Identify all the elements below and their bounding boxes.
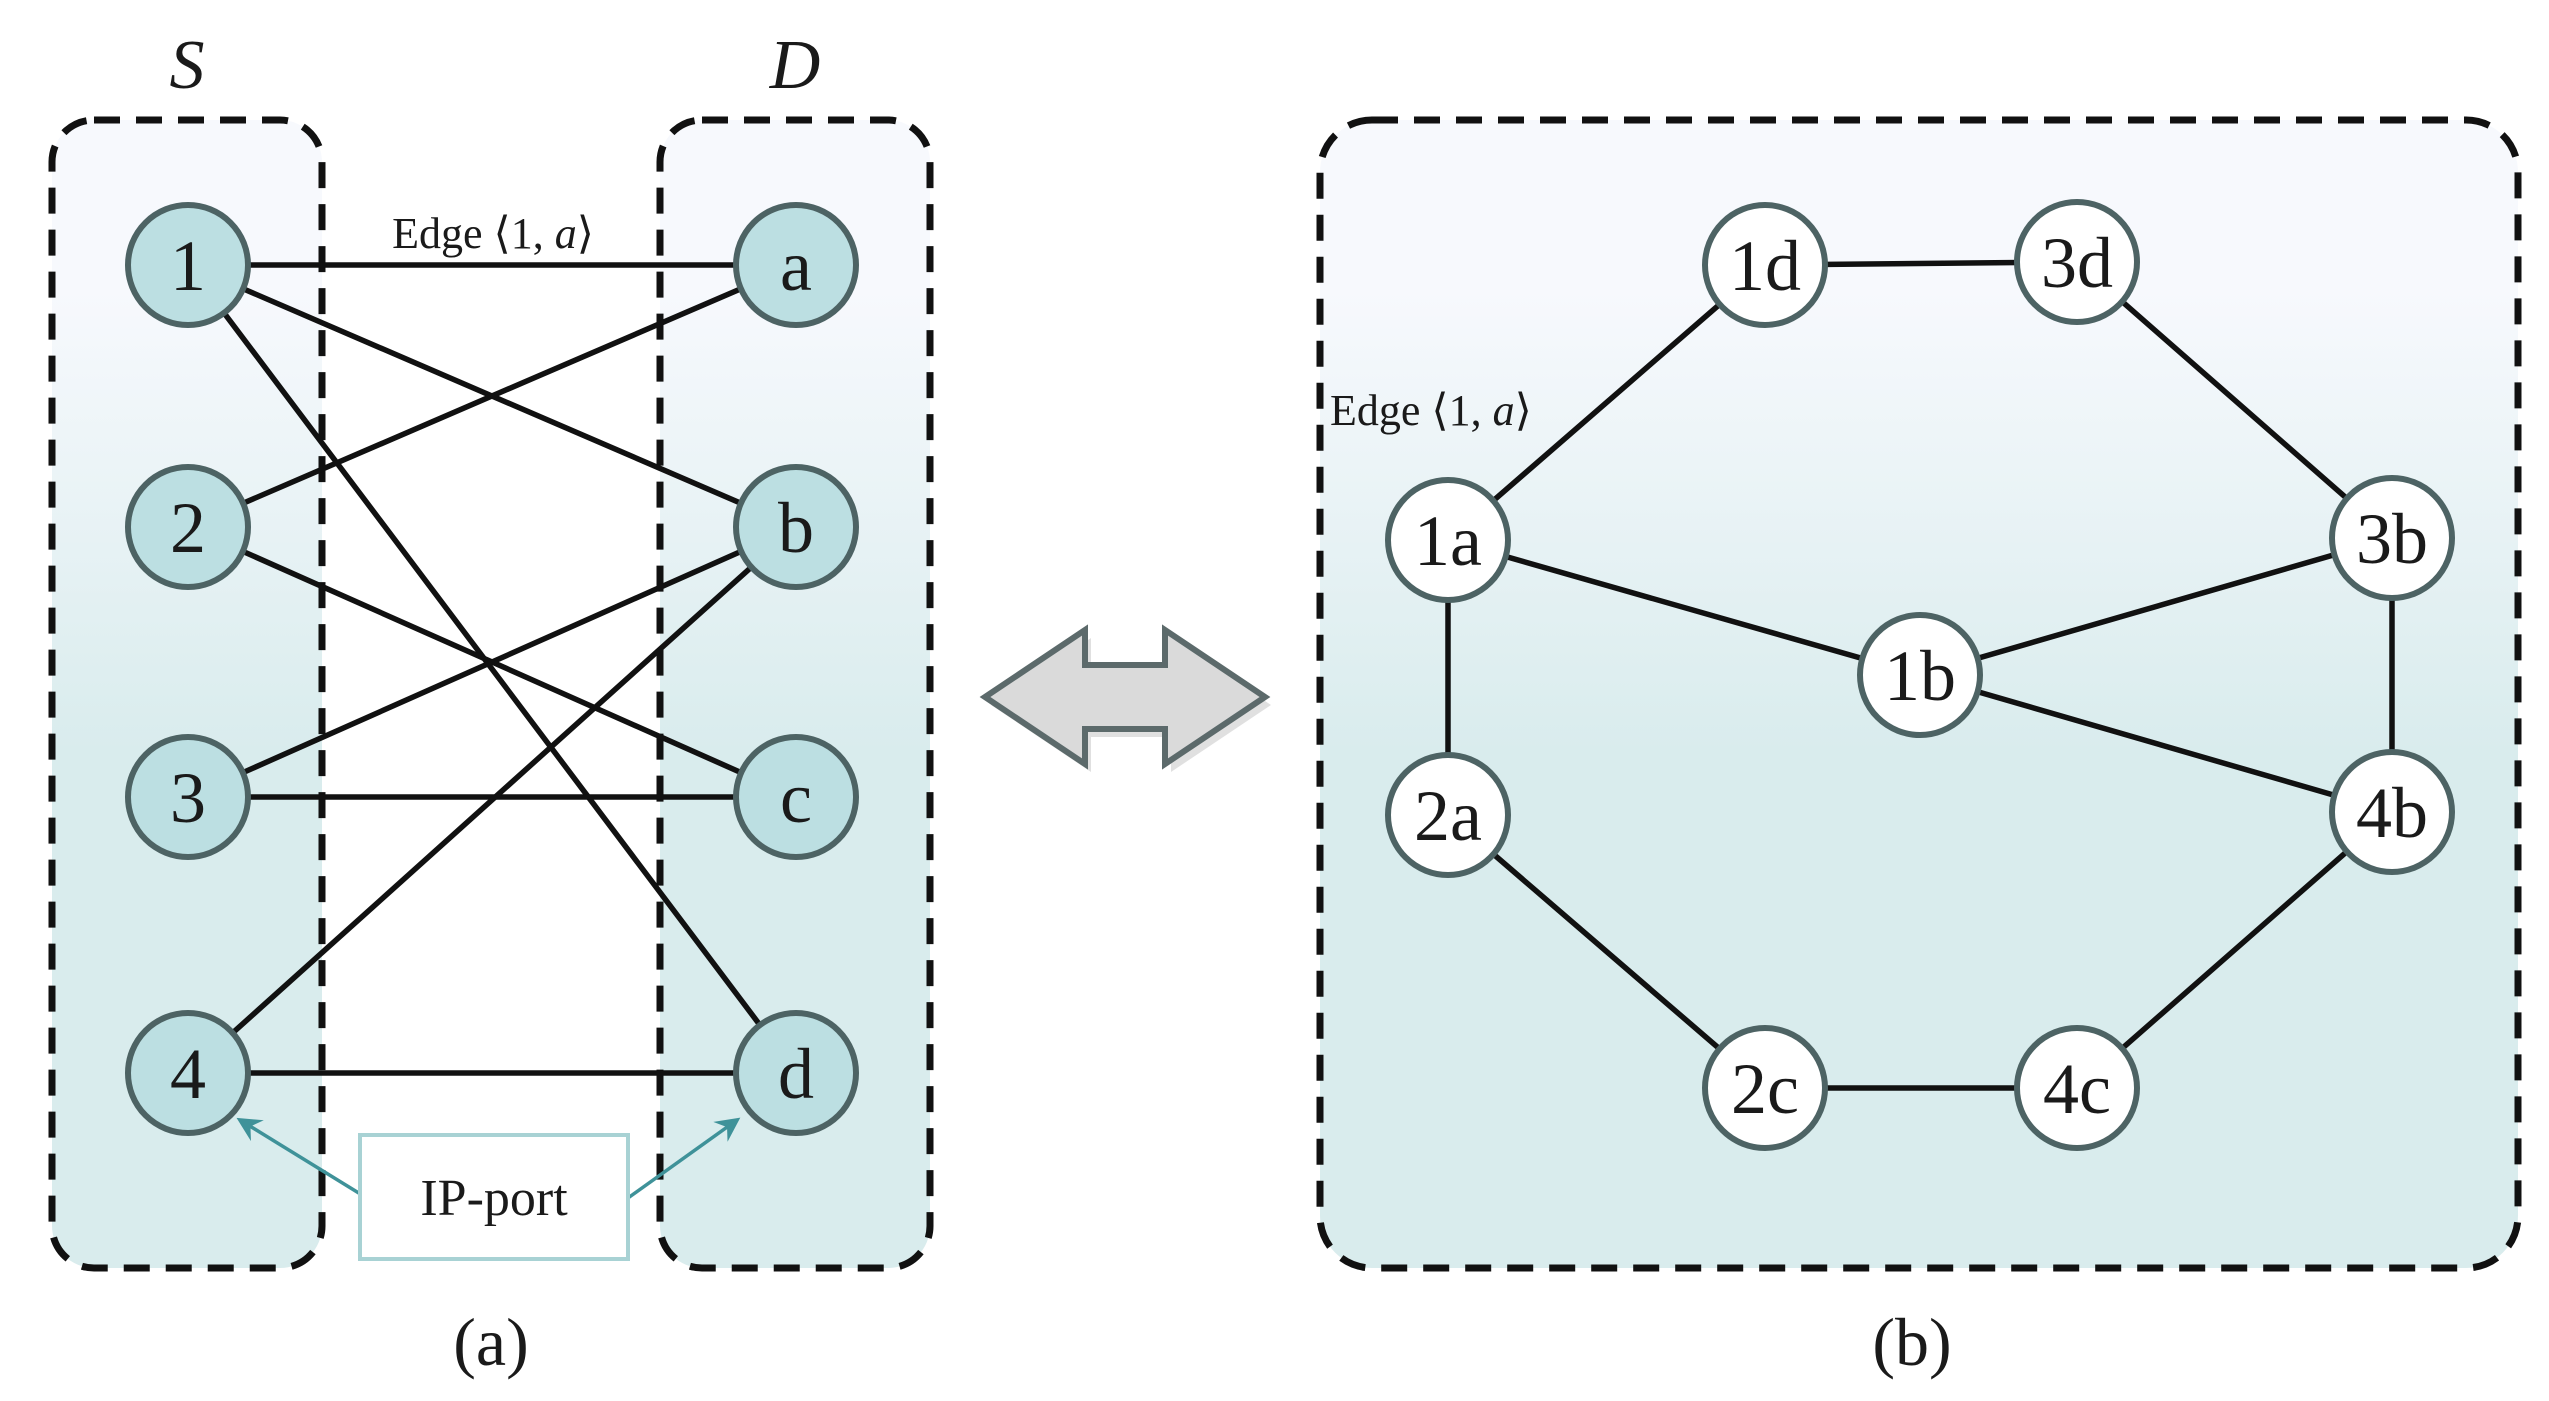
- panel-a: S D Edge ⟨1, a⟩ 1 2 3 4 a b c d IP-port (a): [48, 27, 934, 1380]
- node-4: 4: [125, 1010, 251, 1136]
- caption-a: (a): [453, 1304, 528, 1380]
- node-3d: 3d: [2014, 199, 2140, 325]
- caption-b: (b): [1872, 1304, 1951, 1380]
- source-set-box: [48, 116, 326, 1272]
- port-label: IP-port: [420, 1170, 568, 1227]
- node-label: 3d: [2041, 223, 2113, 303]
- edge-3d-3b: [2074, 259, 2395, 541]
- node-1d: 1d: [1702, 202, 1828, 328]
- node-2c: 2c: [1702, 1025, 1828, 1151]
- edge-2a-2c: [1445, 812, 1768, 1091]
- node-circle: [1385, 477, 1511, 603]
- node-circle: [2329, 749, 2455, 875]
- node-label: 3b: [2356, 499, 2428, 579]
- node-label: d: [778, 1034, 814, 1114]
- port-label-box: [358, 1133, 630, 1261]
- source-set-label: S: [170, 27, 205, 104]
- node-label: 2: [170, 488, 206, 568]
- node-1: 1: [125, 202, 251, 328]
- node-d: d: [733, 1010, 859, 1136]
- edge-4-b: [185, 524, 799, 1076]
- node-circle: [125, 1010, 251, 1136]
- node-circle: [733, 202, 859, 328]
- node-label: 4c: [2043, 1049, 2111, 1129]
- edge-3-b: [185, 524, 799, 800]
- edge-1b-3b: [1917, 535, 2395, 678]
- node-4b: 4b: [2329, 749, 2455, 875]
- node-label: 4: [170, 1034, 206, 1114]
- node-circle: [2014, 1025, 2140, 1151]
- node-2: 2: [125, 464, 251, 590]
- node-label: b: [778, 488, 814, 568]
- edge-1-d: [185, 262, 799, 1076]
- node-circle: [2329, 475, 2455, 601]
- node-circle: [2014, 199, 2140, 325]
- node-circle: [733, 734, 859, 860]
- node-circle: [125, 464, 251, 590]
- node-circle: [125, 734, 251, 860]
- bipartite-edges: [185, 262, 799, 1076]
- edge-1b-4b: [1917, 672, 2395, 815]
- bipartite-nodes: 1 2 3 4 a b c d: [125, 202, 859, 1136]
- node-circle: [1385, 752, 1511, 878]
- edge-annotation-b: Edge ⟨1, a⟩: [1330, 386, 1532, 435]
- graph-edges: [1445, 259, 2395, 1091]
- node-circle: [1702, 202, 1828, 328]
- node-circle: [1702, 1025, 1828, 1151]
- node-label: c: [780, 758, 812, 838]
- node-label: 3: [170, 758, 206, 838]
- node-1b: 1b: [1857, 612, 1983, 738]
- graph-nodes: 1d 3d 1a 3b 1b 2a 4b 2c 4c: [1385, 199, 2455, 1151]
- node-label: 2a: [1414, 776, 1482, 856]
- node-label: 2c: [1731, 1049, 1799, 1129]
- node-3: 3: [125, 734, 251, 860]
- node-1a: 1a: [1385, 477, 1511, 603]
- edge-1a-1d: [1445, 262, 1768, 543]
- node-label: 4b: [2356, 773, 2428, 853]
- port-arrow-right: [626, 1117, 741, 1200]
- node-label: a: [780, 226, 812, 306]
- node-a: a: [733, 202, 859, 328]
- edge-1a-1b: [1445, 537, 1923, 678]
- edge-4c-4b: [2074, 809, 2395, 1091]
- node-c: c: [733, 734, 859, 860]
- node-3b: 3b: [2329, 475, 2455, 601]
- node-b: b: [733, 464, 859, 590]
- node-2a: 2a: [1385, 752, 1511, 878]
- node-label: 1a: [1414, 501, 1482, 581]
- node-circle: [733, 464, 859, 590]
- destination-set-label: D: [769, 27, 821, 104]
- node-label: 1d: [1729, 226, 1801, 306]
- node-circle: [125, 202, 251, 328]
- double-headed-arrow-icon: [979, 624, 1271, 772]
- node-4c: 4c: [2014, 1025, 2140, 1151]
- port-arrow-left: [236, 1117, 363, 1197]
- node-label: 1: [170, 226, 206, 306]
- edge-2-a: [185, 262, 799, 530]
- edge-annotation-a: Edge ⟨1, a⟩: [392, 209, 594, 258]
- node-circle: [1857, 612, 1983, 738]
- node-label: 1b: [1884, 636, 1956, 716]
- panel-b: Edge ⟨1, a⟩ 1d 3d 1a 3b 1b 2a 4b 2c 4c (b): [1316, 116, 2522, 1380]
- node-circle: [733, 1010, 859, 1136]
